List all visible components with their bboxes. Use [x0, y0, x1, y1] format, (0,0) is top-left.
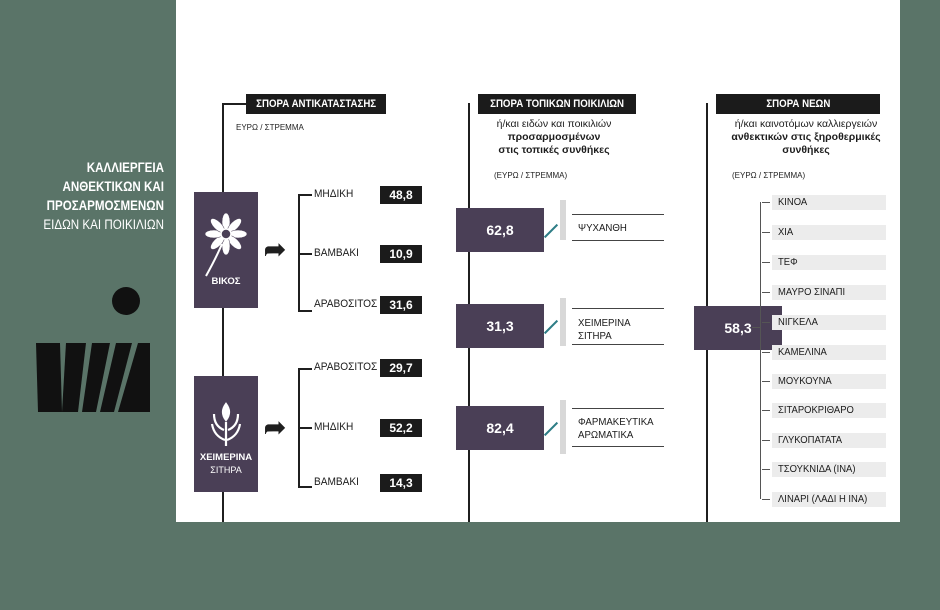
col3-bracket-line [760, 202, 761, 499]
bottom-rule [572, 240, 664, 241]
item-label: ΒΑΜΒΑΚΙ [314, 247, 359, 259]
crop-box-winter-cereals: ΧΕΙΜΕΡΙΝΑ ΣΙΤΗΡΑ [194, 376, 258, 492]
side-subtitle: ΕΙΔΩΝ ΚΑΙ ΠΟΙΚΙΛΙΩΝ [43, 217, 164, 232]
list-tick [762, 262, 770, 263]
list-item: ΝΙΓΚΕΛΑ [772, 315, 886, 330]
col3-header: ΣΠΟΡΑ ΝΕΩΝ [716, 94, 880, 114]
side-title-line-1: ΚΑΛΛΙΕΡΓΕΙΑ [86, 160, 164, 175]
group1-tick-1 [298, 194, 312, 196]
value-box: 62,8 [456, 208, 544, 252]
list-tick [762, 352, 770, 353]
crop-label-winter-cereals-1: ΧΕΙΜΕΡΙΝΑ [199, 452, 253, 463]
value-box: 82,4 [456, 406, 544, 450]
side-title-line-2: ΑΝΘΕΚΤΙΚΩΝ ΚΑΙ [62, 179, 165, 194]
top-rule [572, 408, 664, 409]
col3-desc-line-3: συνθήκες [782, 144, 830, 156]
curved-arrow-icon: ➦ [264, 234, 286, 264]
connector-slash [543, 319, 559, 335]
crop-name-line-2: ΣΙΤΗΡΑ [578, 330, 612, 342]
list-item: ΧΙΑ [772, 225, 886, 240]
col2-description: ή/και ειδών και ποικιλιών προσαρμοσμένων… [474, 118, 634, 157]
list-item: ΤΣΟΥΚΝΙΔΑ (ΙΝΑ) [772, 462, 886, 477]
top-rule [572, 214, 664, 215]
crop-box-vikos: ΒΙΚΟΣ [194, 192, 258, 308]
group2-tick-2 [298, 427, 312, 429]
list-tick [762, 202, 770, 203]
item-value: 31,6 [380, 296, 422, 314]
list-tick [762, 381, 770, 382]
item-label: ΜΗΔΙΚΗ [314, 421, 354, 433]
group1-tick-2 [298, 253, 312, 255]
item-label: ΜΗΔΙΚΗ [314, 188, 354, 200]
list-item: ΛΙΝΑΡΙ (ΛΑΔΙ Η ΙΝΑ) [772, 492, 886, 507]
list-item: ΚΑΜΕΛΙΝΑ [772, 345, 886, 360]
item-value: 29,7 [380, 359, 422, 377]
group1-tick-3 [298, 310, 312, 312]
value-box: 31,3 [456, 304, 544, 348]
side-title-line-3: ΠΡΟΣΑΡΜΟΣΜΕΝΩΝ [46, 198, 164, 213]
item-value: 10,9 [380, 245, 422, 263]
group2-tick-3 [298, 486, 312, 488]
item-label: ΒΑΜΒΑΚΙ [314, 476, 359, 488]
value-box: 58,3 [694, 306, 782, 350]
item-value: 52,2 [380, 419, 422, 437]
wheat-icon [210, 402, 242, 446]
field-logo-icon [36, 287, 150, 412]
list-item: ΤΕΦ [772, 255, 886, 270]
curved-arrow-icon: ➦ [264, 412, 286, 442]
bottom-rule [572, 446, 664, 447]
list-item: ΣΙΤΑΡΟΚΡΙΘΑΡΟ [772, 403, 886, 418]
col1-trunk-line [222, 103, 224, 522]
col2-desc-line-3: στις τοπικές συνθήκες [498, 144, 610, 156]
crop-label-vikos: ΒΙΚΟΣ [211, 276, 241, 287]
divider-bar [560, 200, 566, 240]
list-tick [762, 469, 770, 470]
col3-description: ή/και καινοτόμων καλλιεργειών ανθεκτικών… [716, 118, 896, 157]
item-value: 14,3 [380, 474, 422, 492]
list-tick [762, 440, 770, 441]
bottom-rule [572, 344, 664, 345]
col1-header: ΣΠΟΡΑ ΑΝΤΙΚΑΤΑΣΤΑΣΗΣ [246, 94, 386, 114]
col2-unit: (ΕΥΡΩ / ΣΤΡΕΜΜΑ) [494, 171, 568, 180]
crop-name-line-1: ΦΑΡΜΑΚΕΥΤΙΚΑ [578, 416, 654, 428]
col3-unit: (ΕΥΡΩ / ΣΤΡΕΜΜΑ) [732, 171, 806, 180]
crop-name-line-2: ΑΡΩΜΑΤΙΚΑ [578, 429, 634, 441]
col1-header-connector [222, 103, 246, 105]
col2-desc-line-1: ή/και ειδών και ποικιλιών [496, 118, 612, 130]
col3-desc-line-2: ανθεκτικών στις ξηροθερμικές [731, 131, 881, 143]
crop-label-winter-cereals-2: ΣΙΤΗΡΑ [210, 465, 242, 475]
col1-unit: ΕΥΡΩ / ΣΤΡΕΜΜΑ [236, 123, 304, 132]
connector-slash [543, 223, 559, 239]
side-title: ΚΑΛΛΙΕΡΓΕΙΑ ΑΝΘΕΚΤΙΚΩΝ ΚΑΙ ΠΡΟΣΑΡΜΟΣΜΕΝΩ… [40, 158, 164, 234]
list-item: ΜΑΥΡΟ ΣΙΝΑΠΙ [772, 285, 886, 300]
item-label: ΑΡΑΒΟΣΙΤΟΣ [314, 298, 378, 310]
list-tick [762, 322, 770, 323]
divider-bar [560, 298, 566, 346]
list-tick [762, 232, 770, 233]
crop-name-line-1: ΧΕΙΜΕΡΙΝΑ [578, 317, 631, 329]
col3-desc-line-1: ή/και καινοτόμων καλλιεργειών [734, 118, 878, 130]
list-item: ΚΙΝΟΑ [772, 195, 886, 210]
item-value: 48,8 [380, 186, 422, 204]
flower-icon [204, 212, 248, 277]
crop-name: ΨΥΧΑΝΘΗ [578, 222, 627, 234]
col2-desc-line-2: προσαρμοσμένων [507, 131, 601, 143]
top-rule [572, 308, 664, 309]
col3-bracket-stub [752, 327, 761, 328]
diagram-panel: ΣΠΟΡΑ ΑΝΤΙΚΑΤΑΣΤΑΣΗΣ ΕΥΡΩ / ΣΤΡΕΜΜΑ ΒΙΚΟ… [176, 0, 900, 522]
divider-bar [560, 400, 566, 454]
list-item: ΜΟΥΚΟΥΝΑ [772, 374, 886, 389]
list-tick [762, 499, 770, 500]
list-tick [762, 292, 770, 293]
col2-header: ΣΠΟΡΑ ΤΟΠΙΚΩΝ ΠΟΙΚΙΛΙΩΝ [478, 94, 636, 114]
list-tick [762, 410, 770, 411]
item-label: ΑΡΑΒΟΣΙΤΟΣ [314, 361, 378, 373]
connector-slash [543, 421, 559, 437]
group2-tick-1 [298, 368, 312, 370]
list-item: ΓΛΥΚΟΠΑΤΑΤΑ [772, 433, 886, 448]
